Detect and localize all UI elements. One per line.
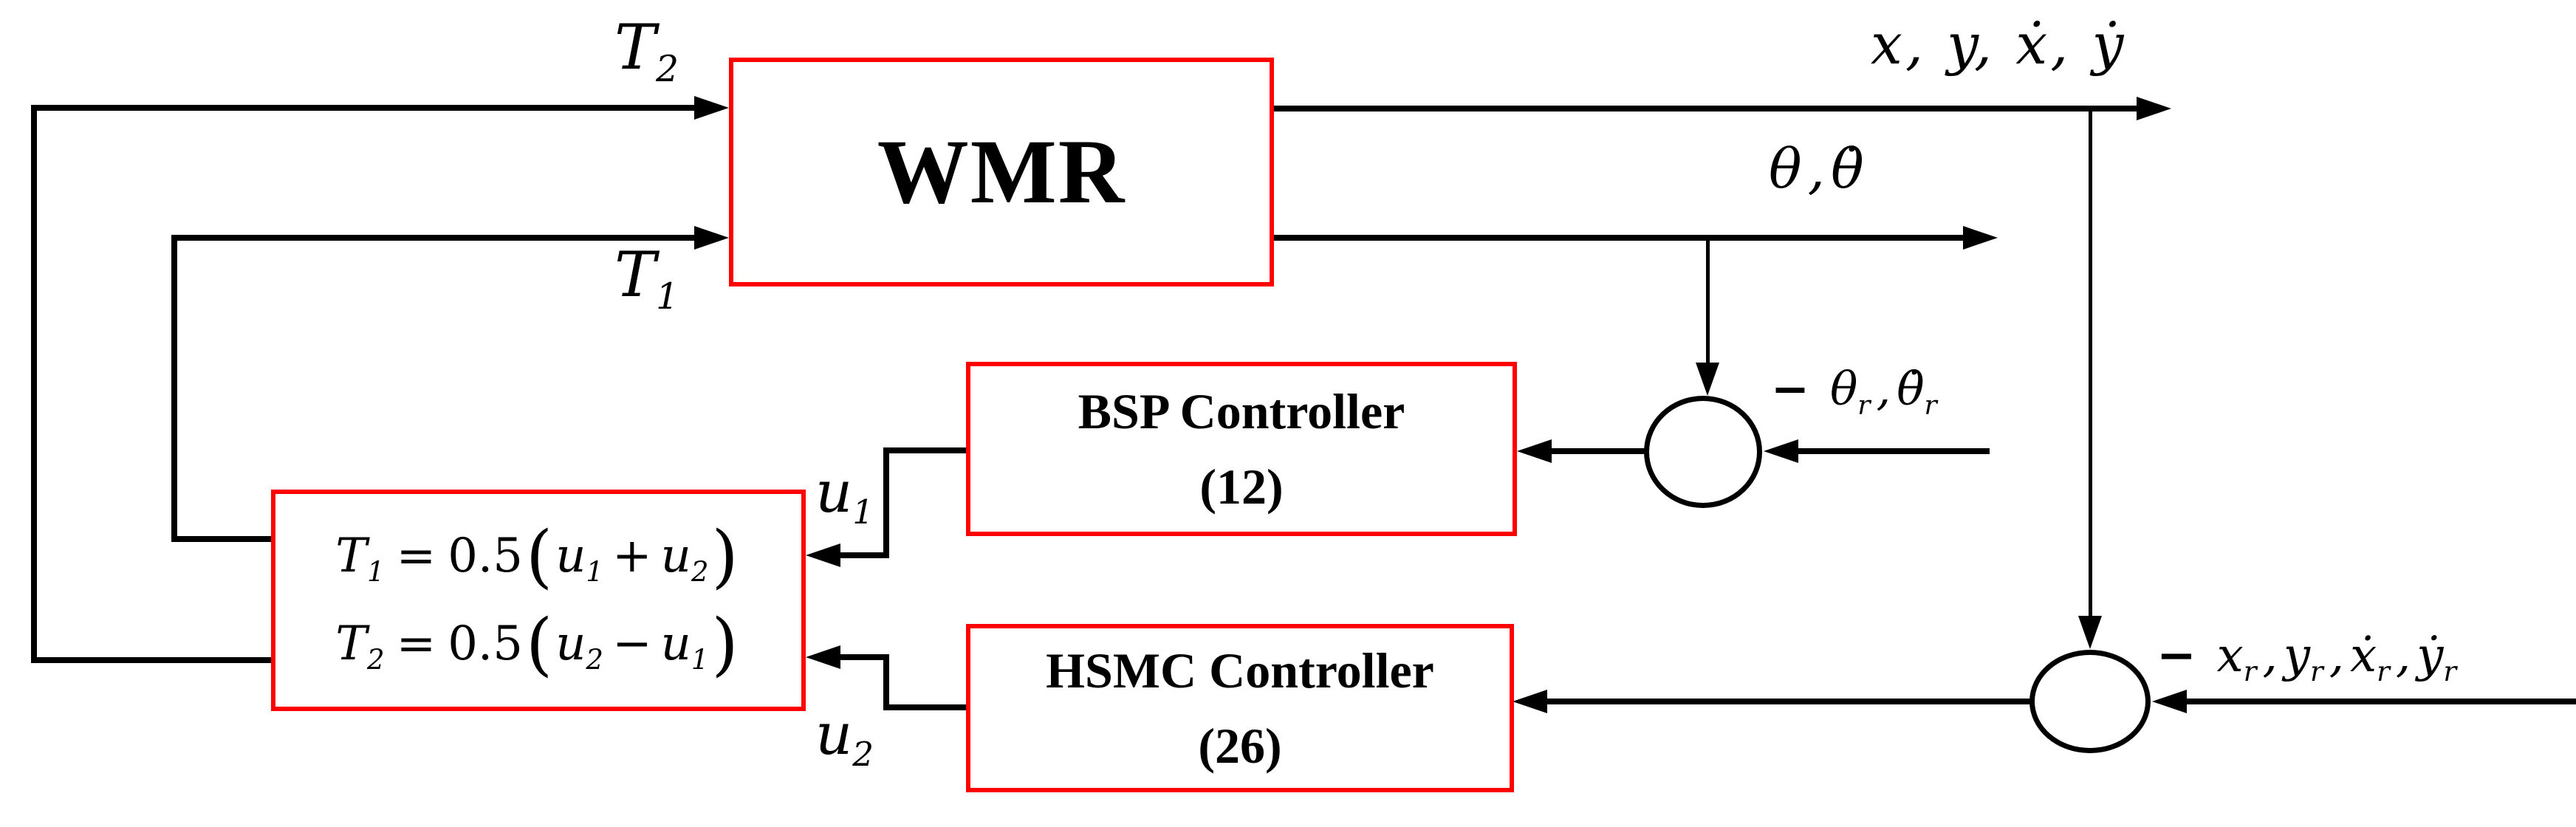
- wmr-block-label: WMR: [877, 121, 1126, 222]
- bsp-controller-label: BSP Controller: [1078, 383, 1405, 439]
- hsmc-equation-ref: (26): [1198, 718, 1282, 774]
- pose-sum-junction: [2029, 650, 2151, 753]
- u2-vline: [883, 654, 889, 710]
- u2-exit-line: [886, 704, 969, 710]
- wmr-block: WMR: [729, 58, 1274, 286]
- eq-t1-output-connector: [174, 536, 273, 542]
- pose-feedback-dropline: [2089, 109, 2092, 618]
- pose-output-line: [1272, 106, 2137, 111]
- heading-output-arrowhead: [1963, 226, 1998, 250]
- t2-into-wmr-arrowhead: [694, 96, 729, 120]
- bsp-equation-ref: (12): [1199, 459, 1284, 515]
- pose-reference-label: −xr,yr,ẋr,ẏr: [2157, 628, 2457, 687]
- torque-equation-t2: T2=0.5(u2−u1): [335, 604, 739, 684]
- u1-input-line: [838, 552, 888, 558]
- pose-ref-minus-sign: −: [2157, 628, 2196, 683]
- heading-reference-label: −θr,θ̇r: [1771, 362, 1937, 421]
- eq-t2-output-connector: [33, 657, 273, 663]
- pose-output-label: x, y, ẋ, ẏ: [1871, 11, 2127, 77]
- pose-feedback-arrowhead: [2078, 616, 2102, 649]
- heading-ref-arrowhead: [1764, 439, 1798, 463]
- t1-feedback-vline: [171, 235, 177, 542]
- pose-error-arrowhead: [1513, 690, 1547, 713]
- heading-error-line: [1549, 448, 1647, 454]
- hsmc-controller-block: HSMC Controller (26): [966, 624, 1514, 792]
- heading-output-line: [1272, 235, 1964, 241]
- bsp-controller-block: BSP Controller (12): [966, 362, 1517, 536]
- heading-ref-minus-sign: −: [1771, 362, 1809, 416]
- t1-signal-label: T1: [614, 239, 679, 318]
- pose-error-line: [1545, 699, 2031, 704]
- pose-ref-arrowhead: [2152, 690, 2187, 713]
- heading-feedback-dropline: [1706, 238, 1710, 366]
- t2-feedback-vline: [31, 105, 37, 663]
- u2-signal-label: u2: [815, 701, 874, 774]
- pose-ref-input-line: [2185, 699, 2576, 704]
- heading-output-label: θ,θ̇: [1769, 137, 1864, 201]
- t2-signal-label: T2: [614, 11, 679, 91]
- u2-into-eq-arrowhead: [806, 645, 840, 669]
- u2-input-line: [838, 654, 888, 660]
- t2-torque-line: [33, 105, 695, 111]
- u1-exit-line: [886, 447, 969, 453]
- heading-error-arrowhead: [1517, 439, 1552, 463]
- hsmc-controller-label: HSMC Controller: [1046, 642, 1434, 699]
- torque-equations-block: T1=0.5(u1+u2) T2=0.5(u2−u1): [271, 490, 806, 711]
- t1-torque-line: [174, 235, 695, 241]
- u1-vline: [883, 447, 889, 558]
- heading-feedback-arrowhead: [1696, 363, 1719, 396]
- t1-into-wmr-arrowhead: [694, 226, 729, 250]
- heading-ref-input-line: [1796, 448, 1990, 454]
- u1-signal-label: u1: [815, 459, 874, 532]
- u1-into-eq-arrowhead: [806, 543, 840, 567]
- heading-sum-junction: [1644, 396, 1762, 508]
- pose-output-arrowhead: [2137, 97, 2171, 120]
- torque-equation-t1: T1=0.5(u1+u2): [335, 516, 739, 597]
